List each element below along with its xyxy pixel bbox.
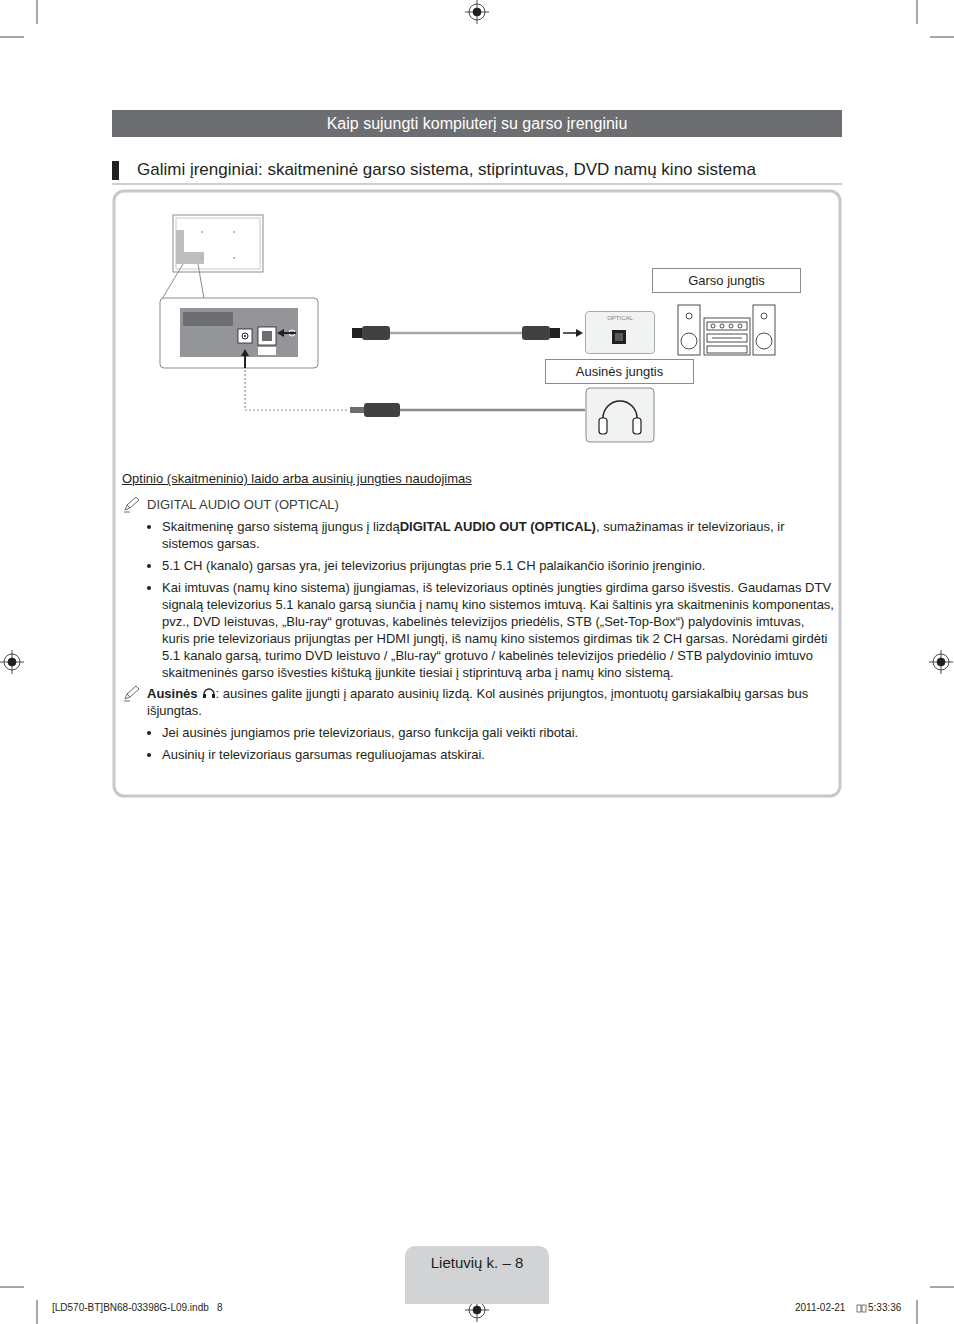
bold-term: Ausinės: [147, 686, 198, 701]
node-text: Lietuvių k. – 8: [405, 1254, 549, 1271]
node-text: Garso jungtis: [653, 273, 800, 288]
tv-rear: [162, 215, 263, 299]
print-time: 5:33:36: [868, 1302, 901, 1313]
note: Ausinės: ausines galite įjungti į aparat…: [122, 685, 834, 719]
note-text: Optinio (skaitmeninio) laido arba ausini…: [122, 471, 472, 486]
file-info: [LD570-BT]BN68-03398G-L09.indb 8: [52, 1302, 223, 1313]
bullet-item: 5.1 CH (kanalo) garsas yra, jei televizo…: [162, 557, 834, 574]
bullet-item: Jei ausinės jungiamos prie televizoriaus…: [162, 724, 834, 741]
title-text: Kaip sujungti kompiuterį su garso įrengi…: [327, 115, 628, 132]
node-text: Ausinės jungtis: [546, 364, 693, 379]
label-box: Garso jungtis: [652, 268, 801, 293]
note-text: 5.1 CH (kanalo) garsas yra, jei televizo…: [162, 558, 705, 573]
bullet-item: Skaitmeninę garso sistemą įjungus į lizd…: [162, 518, 834, 552]
title-bar: Kaip sujungti kompiuterį su garso įrengi…: [112, 110, 842, 137]
optical-cable: [352, 326, 583, 340]
bullet-item: Kai imtuvas (namų kino sistema) įjungiam…: [162, 579, 834, 681]
audio-system: [678, 305, 775, 355]
pencil-icon: [122, 496, 142, 514]
note-text: Skaitmeninę garso sistemą įjungus į lizd…: [162, 519, 400, 534]
optical-port-box: OPTICAL: [585, 311, 655, 354]
note-text: Jei ausinės jungiamos prie televizoriaus…: [162, 725, 578, 740]
subheading-marker: [112, 161, 842, 184]
note-text: Ausinių ir televizoriaus garsumas reguli…: [162, 747, 485, 762]
section-heading: Optinio (skaitmeninio) laido arba ausini…: [122, 470, 834, 487]
page-number-tab: Lietuvių k. – 8: [405, 1246, 549, 1304]
note-text: : ausines galite įjungti į aparato ausin…: [147, 686, 808, 718]
optical-input-panel: [586, 312, 654, 353]
print-text: 2011-02-21: [795, 1302, 845, 1313]
print-text: [LD570-BT]BN68-03398G-L09.indb 8: [52, 1302, 223, 1313]
bullet-item: Ausinių ir televizoriaus garsumas reguli…: [162, 746, 834, 763]
pencil-icon: [122, 685, 142, 703]
note-text: DIGITAL AUDIO OUT (OPTICAL): [147, 497, 339, 512]
headphone-cable: [245, 370, 585, 417]
bold-term: DIGITAL AUDIO OUT (OPTICAL): [400, 519, 596, 534]
print-text: 5:33:36: [868, 1302, 901, 1313]
notes: Optinio (skaitmeninio) laido arba ausini…: [122, 470, 834, 763]
note: DIGITAL AUDIO OUT (OPTICAL): [122, 496, 834, 513]
label-box: Ausinės jungtis: [545, 359, 694, 384]
headphone-icon: [202, 687, 216, 699]
subheading: Galimi įrenginiai: skaitmeninė garso sis…: [137, 159, 756, 180]
content-frame: [114, 191, 840, 796]
print-date: 2011-02-21: [795, 1302, 845, 1313]
headphones-picture: [586, 388, 654, 442]
glyph-boxes: [857, 1305, 866, 1312]
note-text: Kai imtuvas (namų kino sistema) įjungiam…: [162, 580, 834, 680]
node-text: OPTICAL: [586, 315, 654, 321]
tv-connector-panel: [160, 298, 318, 368]
note-text: Galimi įrenginiai: skaitmeninė garso sis…: [137, 160, 756, 179]
